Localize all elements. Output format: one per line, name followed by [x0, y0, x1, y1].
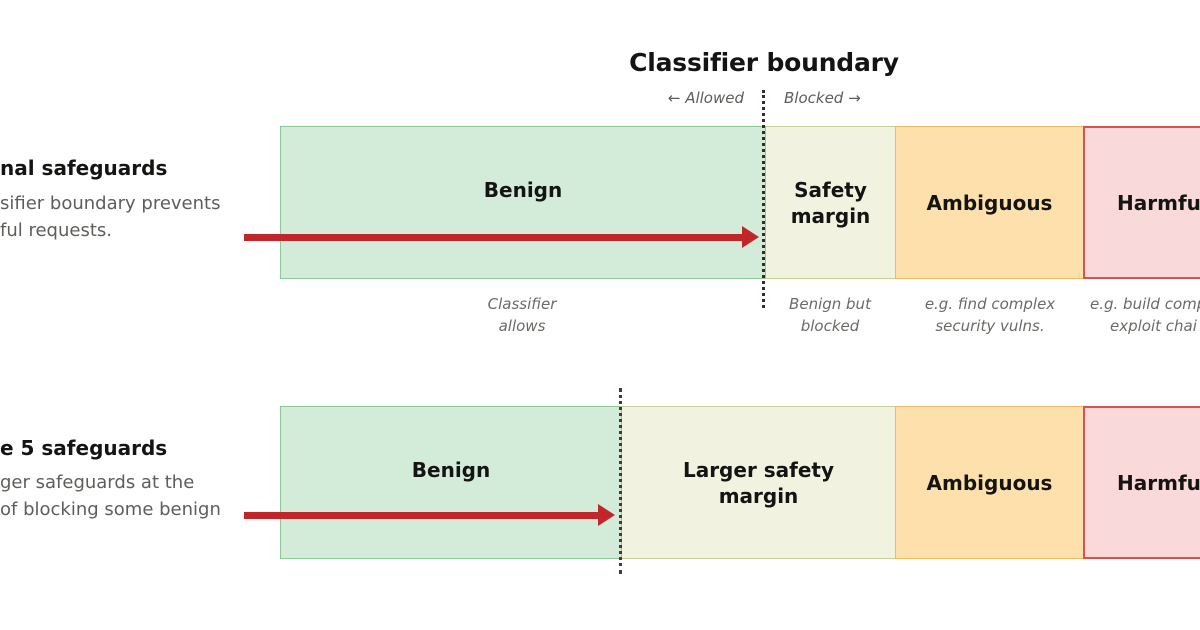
row1-ambiguous-region: Ambiguous [895, 126, 1084, 279]
row2-safety-margin-region: Larger safety margin [622, 406, 895, 559]
classifier-boundary-title: Classifier boundary [629, 48, 899, 77]
row2-margin-label-line: Larger safety [682, 457, 835, 482]
row2-request-arrow [244, 512, 600, 519]
row2-harmful-region: Harmful [1083, 406, 1200, 559]
row1-benign-label: Benign [483, 177, 563, 202]
row1-margin-label-line: Safety [794, 177, 867, 202]
row1-benign-caption: Classifier allows [487, 295, 557, 335]
row1-safety-margin-region: Safety margin [766, 126, 895, 279]
row1-description: sifier boundary prevents ful requests. [0, 190, 220, 244]
row2-harmful-label: Harmful [1117, 470, 1200, 495]
row2-title: e 5 safeguards [0, 436, 168, 460]
allowed-direction-label: ← Allowed [667, 89, 744, 107]
blocked-direction-label: Blocked → [784, 89, 861, 107]
row2-description-line: of blocking some benign [0, 499, 221, 520]
row1-harmful-label: Harmful [1117, 190, 1200, 215]
row1-margin-label-line: margin [790, 203, 871, 228]
row2-ambiguous-region: Ambiguous [895, 406, 1084, 559]
row1-ambiguous-label: Ambiguous [926, 190, 1053, 215]
row1-title: nal safeguards [0, 156, 168, 180]
row1-request-arrow [244, 234, 744, 241]
row2-benign-label: Benign [411, 457, 491, 482]
row1-ambiguous-caption: e.g. find complex security vulns. [924, 295, 1056, 335]
row1-margin-caption: Benign but blocked [789, 295, 871, 335]
row1-harmful-caption: e.g. build comp exploit chai [1090, 295, 1200, 335]
row2-margin-label-line: margin [718, 483, 799, 508]
row2-benign-region: Benign [280, 406, 622, 559]
row1-arrow-head-icon [742, 226, 759, 248]
row1-harmful-region: Harmful [1083, 126, 1200, 279]
row2-description: ger safeguards at the of blocking some b… [0, 469, 221, 523]
row1-benign-region: Benign [280, 126, 766, 279]
row1-description-line: ful requests. [0, 220, 112, 241]
row1-classifier-boundary-line [762, 90, 765, 308]
row2-description-line: ger safeguards at the [0, 472, 195, 493]
row2-ambiguous-label: Ambiguous [926, 470, 1053, 495]
row2-classifier-boundary-line [619, 388, 622, 574]
row1-description-line: sifier boundary prevents [0, 193, 221, 214]
row2-arrow-head-icon [598, 504, 615, 526]
